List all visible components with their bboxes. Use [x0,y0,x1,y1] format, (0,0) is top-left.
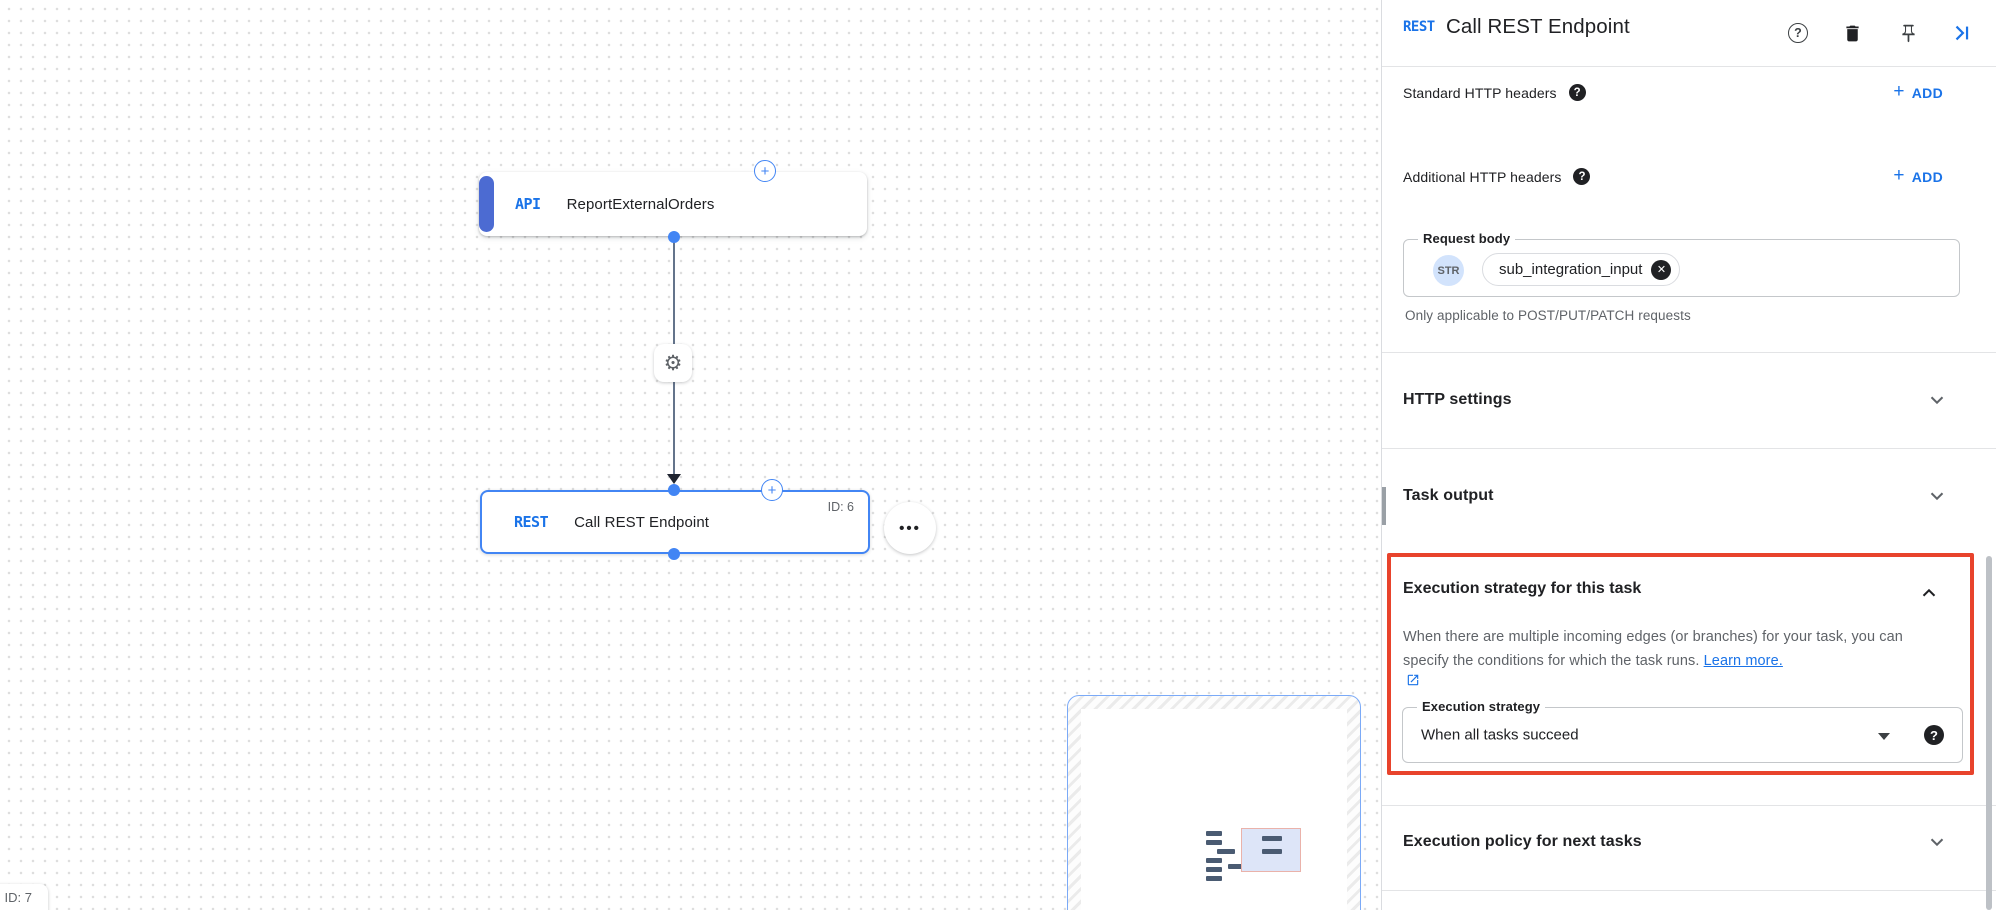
help-button[interactable]: ? [1780,15,1816,51]
execution-strategy-field-label: Execution strategy [1417,699,1546,714]
clear-value-icon[interactable]: ✕ [1651,259,1672,280]
api-accent-bar [479,176,494,232]
add-edge-button-api[interactable]: + [754,160,776,182]
api-badge: API [515,195,541,213]
string-type-chip: STR [1433,255,1464,286]
node-call-rest-endpoint[interactable]: REST Call REST Endpoint ID: 6 [480,490,870,554]
request-body-value-pill[interactable]: sub_integration_input ✕ [1482,253,1681,286]
request-body-label: Request body [1418,231,1516,246]
collapse-right-icon [1955,25,1969,41]
question-icon[interactable]: ? [1568,84,1586,101]
task-config-panel: REST Call REST Endpoint ? Standard HTTP … [1382,0,1996,910]
chevron-down-icon [1930,396,1944,405]
execution-strategy-title: Execution strategy for this task [1403,580,1642,597]
node-partial-id7[interactable]: ID: 7 [0,884,48,910]
execution-policy-title: Execution policy for next tasks [1403,833,1642,850]
workflow-canvas[interactable]: API ReportExternalOrders + ⚙ REST Call R… [0,0,1382,910]
node-more-options-button[interactable]: ••• [884,502,936,554]
divider [1382,805,1996,806]
minimap-viewport-rect [1241,828,1301,872]
execution-strategy-select[interactable]: Execution strategy When all tasks succee… [1402,699,1963,763]
plus-icon: + [760,162,770,180]
add-edge-button-rest[interactable]: + [761,479,783,501]
node-report-external-orders[interactable]: API ReportExternalOrders [479,172,867,236]
chevron-down-icon [1930,492,1944,501]
http-settings-title: HTTP settings [1403,391,1512,408]
panel-title: Call REST Endpoint [1446,15,1630,38]
subflow-dropzone-panel[interactable] [1067,695,1361,910]
gear-icon: ⚙ [663,351,683,375]
rest-node-title: Call REST Endpoint [574,513,710,531]
add-label: ADD [1911,168,1943,185]
description-text: When there are multiple incoming edges (… [1403,629,1903,669]
section-execution-policy[interactable]: Execution policy for next tasks [1382,818,1996,866]
panel-header: REST Call REST Endpoint ? [1382,0,1996,66]
edge-arrowhead-icon [667,474,681,484]
learn-more-link[interactable]: Learn more. [1403,653,1937,688]
plus-icon: + [767,481,777,499]
divider [1382,890,1996,891]
section-task-output[interactable]: Task output [1382,472,1996,520]
minimap-flow-icon [1206,828,1306,882]
delete-task-button[interactable] [1834,15,1870,51]
standard-http-headers-row: Standard HTTP headers ? [1403,84,1586,101]
task-output-title: Task output [1403,487,1494,504]
execution-strategy-value: When all tasks succeed [1421,726,1579,744]
edge-config-button[interactable]: ⚙ [654,344,692,382]
rest-input-port[interactable] [668,484,680,496]
api-node-title: ReportExternalOrders [566,195,715,213]
plus-icon: + [1893,81,1905,102]
plus-icon: + [1893,165,1905,186]
more-dots-icon: ••• [899,519,921,537]
dropdown-arrow-icon [1878,733,1890,740]
request-body-field[interactable]: Request body STR sub_integration_input ✕ [1403,231,1960,297]
question-icon[interactable]: ? [1573,168,1591,185]
request-body-helper: Only applicable to POST/PUT/PATCH reques… [1405,308,1691,323]
section-http-settings[interactable]: HTTP settings [1382,376,1996,424]
api-output-port[interactable] [668,231,680,243]
panel-scrollbar[interactable] [1986,556,1992,910]
rest-output-port[interactable] [668,548,680,560]
pin-icon [1901,24,1915,42]
chevron-up-icon[interactable] [1918,582,1940,604]
rest-badge: REST [514,513,549,531]
external-link-icon [1407,674,1419,686]
additional-http-headers-row: Additional HTTP headers ? [1403,168,1591,185]
pin-panel-button[interactable] [1890,15,1926,51]
add-additional-header-button[interactable]: + ADD [1893,165,1943,186]
divider [1382,352,1996,353]
trash-icon [1845,25,1859,41]
chevron-down-icon [1930,838,1944,847]
question-icon[interactable]: ? [1924,725,1944,745]
divider [1382,448,1996,449]
add-label: ADD [1911,84,1943,101]
divider [1382,66,1996,67]
panel-scroll-indicator [1382,487,1386,525]
collapse-panel-button[interactable] [1944,15,1980,51]
help-icon: ? [1788,23,1808,43]
additional-http-headers-label: Additional HTTP headers [1403,168,1562,185]
rest-badge: REST [1403,19,1435,35]
partial-node-id: ID: 7 [4,890,32,905]
rest-node-id: ID: 6 [827,500,854,514]
subflow-panel-body [1081,709,1347,910]
request-body-value: sub_integration_input [1499,261,1643,278]
standard-http-headers-label: Standard HTTP headers [1403,84,1557,101]
execution-strategy-description: When there are multiple incoming edges (… [1403,626,1937,687]
add-standard-header-button[interactable]: + ADD [1893,81,1943,102]
